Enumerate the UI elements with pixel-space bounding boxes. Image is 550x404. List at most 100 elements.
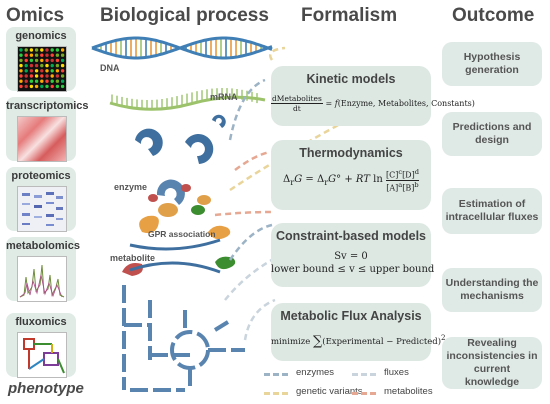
omics-metabolomics: metabolomics [6, 237, 80, 302]
microarray-spot [19, 74, 23, 78]
microarray-spot [34, 58, 39, 63]
metabolomics-spectrum-icon [17, 256, 67, 302]
microarray-spot [29, 63, 34, 68]
microarray-spot [50, 84, 54, 89]
microarray-spot [29, 48, 34, 52]
gel-graphic [22, 192, 63, 226]
microarray-spot [50, 48, 54, 52]
omics-genomics: genomics [6, 27, 76, 92]
microarray-spot [40, 48, 44, 52]
microarray-spot [19, 69, 23, 73]
microarray-spot [19, 63, 23, 68]
microarray-spot [50, 79, 54, 83]
microarray-spot [45, 48, 49, 52]
metabolite-icons [122, 184, 236, 276]
omics-label: metabolomics [6, 240, 80, 252]
microarray-spot [19, 84, 23, 89]
biological-process-title: Biological process [100, 5, 269, 26]
microarray-spot [55, 63, 60, 68]
microarray-spot [34, 63, 39, 68]
microarray-spot [24, 74, 28, 78]
fluxomics-network-icon [17, 332, 67, 378]
mfa-title: Metabolic Flux Analysis [280, 309, 422, 323]
constraint-based-box: Constraint-based models Sv = 0 lower bou… [271, 223, 435, 287]
microarray-spot [19, 58, 23, 63]
mrna-strand-icon [109, 88, 266, 111]
microarray-spot [45, 69, 49, 73]
omics-label: transcriptomics [6, 100, 89, 112]
microarray-spot [40, 63, 44, 68]
constraint-based-title: Constraint-based models [275, 229, 427, 243]
legend-enzymes-line [264, 373, 288, 376]
outcome-flux-estimation: Estimation of intracellular fluxes [442, 188, 542, 234]
flux-network-graphic [23, 338, 65, 374]
microarray-spot [24, 53, 28, 57]
microarray-spot [60, 69, 65, 73]
microarray-spot [40, 69, 44, 73]
microarray-spot [34, 48, 39, 52]
outcome-mechanisms: Understanding the mechanisms [442, 268, 542, 312]
mrna-label: mRNA [210, 92, 238, 102]
kinetic-equation: dMetabolites dt = f(Enzyme, Metabolites,… [271, 94, 475, 113]
enzyme-label: enzyme [114, 182, 148, 192]
legend-metabolites-line [352, 392, 376, 395]
microarray-spot [34, 79, 39, 83]
microarray-spot [40, 84, 44, 89]
transcriptomics-heatmap-icon [17, 116, 67, 162]
microarray-spot [29, 69, 34, 73]
microarray-spot [50, 74, 54, 78]
microarray-spot [24, 63, 28, 68]
kinetic-models-box: Kinetic models dMetabolites dt = f(Enzym… [271, 66, 475, 126]
microarray-spot [19, 53, 23, 57]
microarray-spot [34, 69, 39, 73]
microarray-spot [45, 63, 49, 68]
microarray-spot [24, 84, 28, 89]
microarray-spot [55, 58, 60, 63]
legend-fluxes-label: fluxes [384, 367, 409, 378]
microarray-spot [50, 58, 54, 63]
omics-fluxomics: fluxomics [6, 313, 76, 378]
outcome-title: Outcome [452, 5, 535, 26]
kinetic-models-title: Kinetic models [306, 72, 396, 86]
enzyme-icons [135, 114, 226, 205]
gpr-association-graphic [129, 238, 221, 274]
microarray-spot [45, 74, 49, 78]
microarray-spot [60, 58, 65, 63]
microarray-spot [60, 48, 65, 52]
outcome-predictions: Predictions and design [442, 112, 542, 156]
microarray-spot [24, 58, 28, 63]
gpr-label: GPR association [148, 229, 216, 239]
microarray-spot [34, 53, 39, 57]
legend-genetic-variants-label: genetic variants [296, 386, 363, 397]
metabolic-network-graphic [122, 285, 245, 392]
microarray-spot [29, 84, 34, 89]
microarray-spot [45, 53, 49, 57]
microarray-spot [50, 69, 54, 73]
microarray-spot [34, 84, 39, 89]
omics-title: Omics [6, 5, 65, 26]
microarray-spot [29, 53, 34, 57]
metabolic-flux-analysis-box: Metabolic Flux Analysis minimize ∑(Exper… [271, 303, 446, 361]
phenotype-label: phenotype [8, 380, 84, 397]
legend-fluxes-line [352, 373, 376, 376]
thermodynamics-title: Thermodynamics [299, 146, 403, 160]
microarray-spot [60, 74, 65, 78]
dna-helix-icon [91, 36, 273, 60]
microarray-spot [29, 79, 34, 83]
microarray-graphic [19, 48, 65, 89]
microarray-spot [40, 53, 44, 57]
mfa-equation: minimize ∑(Experimental − Predicted)2 [271, 333, 446, 349]
outcome-hypothesis: Hypothesis generation [442, 42, 542, 86]
microarray-spot [45, 58, 49, 63]
constraint-equation-2: lower bound ≤ v ≤ upper bound [271, 264, 435, 275]
microarray-spot [40, 74, 44, 78]
microarray-spot [19, 79, 23, 83]
thermodynamics-box: Thermodynamics ΔrG = ΔrG° + RT ln [C]c[D… [271, 140, 431, 210]
dna-label: DNA [100, 63, 120, 73]
microarray-spot [55, 74, 60, 78]
spectrum-graphic [19, 264, 65, 298]
microarray-spot [55, 69, 60, 73]
microarray-spot [60, 63, 65, 68]
proteomics-gel-icon [17, 186, 67, 232]
omics-proteomics: proteomics [6, 167, 76, 232]
